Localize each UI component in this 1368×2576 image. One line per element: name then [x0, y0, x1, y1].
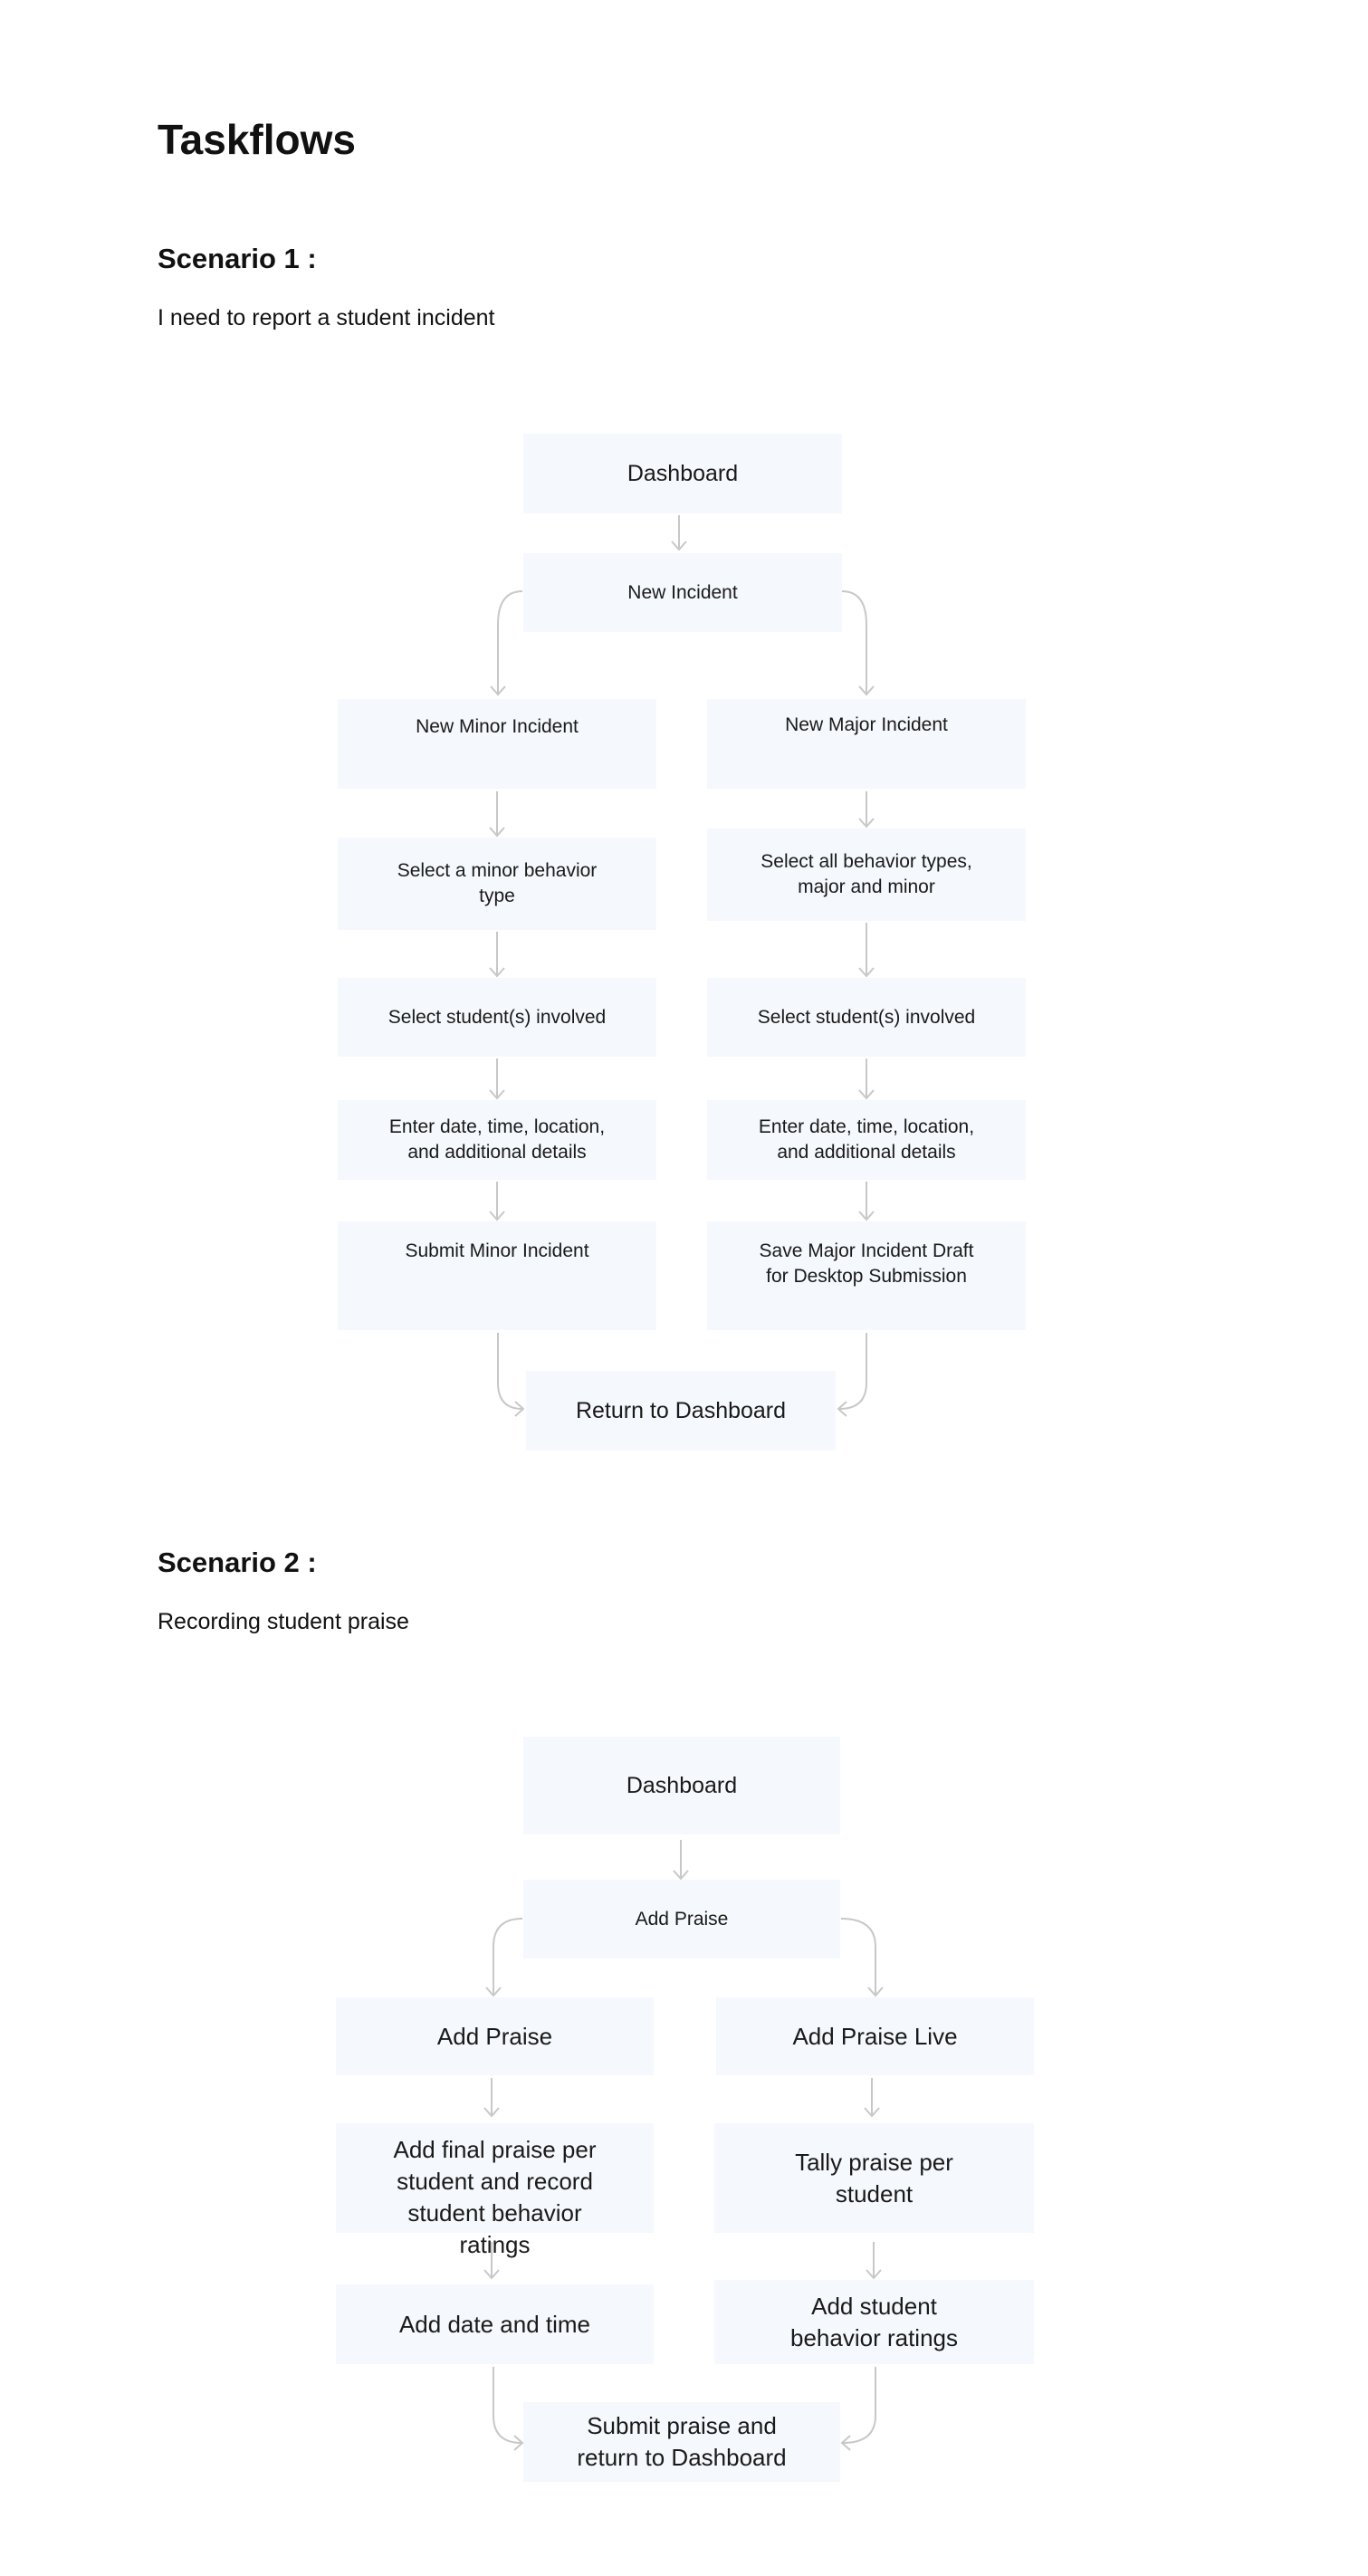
s1-arrow-minor-details-to-submit — [489, 1182, 505, 1221]
s1-new-minor-incident-label: New Minor Incident — [416, 716, 579, 737]
s1-arrow-major-students-to-details — [858, 1058, 875, 1100]
s1-major-students-node: Select student(s) involved — [707, 978, 1026, 1057]
s2-add-praise-live-label: Add Praise Live — [792, 2022, 958, 2050]
s1-return-dashboard-label: Return to Dashboard — [575, 1398, 787, 1423]
s2-final-praise-node: Add final praise per student and record … — [336, 2123, 654, 2258]
s2-behavior-ratings-node: Add student behavior ratings — [714, 2280, 1034, 2364]
s2-submit-praise-node: Submit praise and return to Dashboard — [523, 2402, 840, 2482]
s1-submit-minor-label: Submit Minor Incident — [405, 1240, 589, 1261]
s1-major-details-node: Enter date, time, location, and addition… — [707, 1100, 1026, 1180]
s1-new-incident-node: New Incident — [523, 553, 842, 632]
s1-major-behavior-node: Select all behavior types, major and min… — [707, 828, 1026, 921]
scenario-1-heading: Scenario 1 : — [158, 243, 317, 274]
s2-add-praise-label: Add Praise — [436, 2022, 553, 2050]
s2-add-praise-menu-label: Add Praise — [635, 1908, 729, 1930]
s1-minor-behavior-node: Select a minor behavior type — [338, 838, 656, 930]
s1-minor-details-label: Enter date, time, location, and addition… — [388, 1116, 606, 1163]
s2-arrow-dashboard-to-add-praise — [673, 1840, 689, 1881]
scenario-1-description: I need to report a student incident — [158, 305, 495, 330]
s1-arrow-minor-students-to-details — [489, 1058, 505, 1100]
s1-dashboard-node: Dashboard — [523, 434, 842, 513]
s2-behavior-ratings-label: Add student behavior ratings — [790, 2292, 958, 2351]
s1-new-major-incident-node: New Major Incident — [707, 699, 1026, 789]
s1-major-details-label: Enter date, time, location, and addition… — [758, 1116, 975, 1163]
s2-arrow-add-praise-to-left — [485, 1918, 523, 1997]
s1-arrow-major-save-to-return — [837, 1333, 867, 1417]
s1-save-major-node: Save Major Incident Draft for Desktop Su… — [707, 1221, 1026, 1330]
s1-arrow-new-incident-to-minor — [490, 590, 523, 696]
scenario-2-description: Recording student praise — [158, 1609, 409, 1634]
s2-date-time-node: Add date and time — [336, 2284, 654, 2364]
s1-major-students-label: Select student(s) involved — [757, 1006, 976, 1028]
s1-major-behavior-label: Select all behavior types, major and min… — [761, 851, 972, 897]
s2-arrow-ratings-to-submit — [840, 2367, 876, 2451]
s2-date-time-label: Add date and time — [398, 2310, 591, 2338]
s2-submit-praise-label: Submit praise and return to Dashboard — [577, 2412, 787, 2471]
s1-return-dashboard-node: Return to Dashboard — [526, 1371, 836, 1451]
s1-minor-details-node: Enter date, time, location, and addition… — [338, 1100, 656, 1180]
s1-new-minor-incident-node: New Minor Incident — [338, 699, 656, 789]
s2-arrow-left-start-to-final — [483, 2078, 500, 2118]
s2-add-praise-menu-node: Add Praise — [523, 1880, 840, 1958]
s1-minor-students-label: Select student(s) involved — [387, 1006, 607, 1028]
s1-save-major-label: Save Major Incident Draft for Desktop Su… — [759, 1240, 974, 1287]
s1-arrow-minor-submit-to-return — [497, 1333, 525, 1417]
s2-dashboard-label: Dashboard — [626, 1773, 738, 1798]
scenario-2-heading: Scenario 2 : — [158, 1547, 317, 1578]
page-title: Taskflows — [158, 116, 356, 163]
s1-minor-students-node: Select student(s) involved — [338, 978, 656, 1057]
s1-new-major-incident-label: New Major Incident — [785, 714, 948, 735]
s1-arrow-major-details-to-save — [858, 1182, 875, 1221]
s1-submit-minor-node: Submit Minor Incident — [338, 1221, 656, 1330]
s2-dashboard-node: Dashboard — [523, 1737, 840, 1834]
s1-arrow-minor-start-to-behavior — [489, 791, 505, 838]
s2-arrow-right-start-to-tally — [864, 2078, 880, 2118]
s1-arrow-major-behavior-to-students — [858, 923, 875, 978]
s2-arrow-add-praise-to-right — [840, 1918, 884, 1997]
s2-tally-praise-label: Tally praise per student — [795, 2148, 953, 2207]
s1-new-incident-label: New Incident — [627, 581, 738, 603]
s1-minor-behavior-label: Select a minor behavior type — [397, 860, 598, 906]
s2-tally-praise-node: Tally praise per student — [714, 2123, 1034, 2233]
s2-add-praise-node: Add Praise — [336, 1997, 654, 2075]
s1-arrow-minor-behavior-to-students — [489, 932, 505, 978]
s1-dashboard-label: Dashboard — [627, 461, 739, 486]
s2-arrow-tally-to-ratings — [866, 2242, 882, 2280]
s1-arrow-major-start-to-behavior — [858, 791, 875, 828]
s2-final-praise-label: Add final praise per student and record … — [393, 2136, 597, 2258]
s2-arrow-date-time-to-submit — [493, 2367, 524, 2451]
s1-arrow-dashboard-to-new-incident — [671, 515, 687, 551]
s1-arrow-new-incident-to-major — [841, 590, 875, 696]
s2-add-praise-live-node: Add Praise Live — [716, 1997, 1034, 2075]
